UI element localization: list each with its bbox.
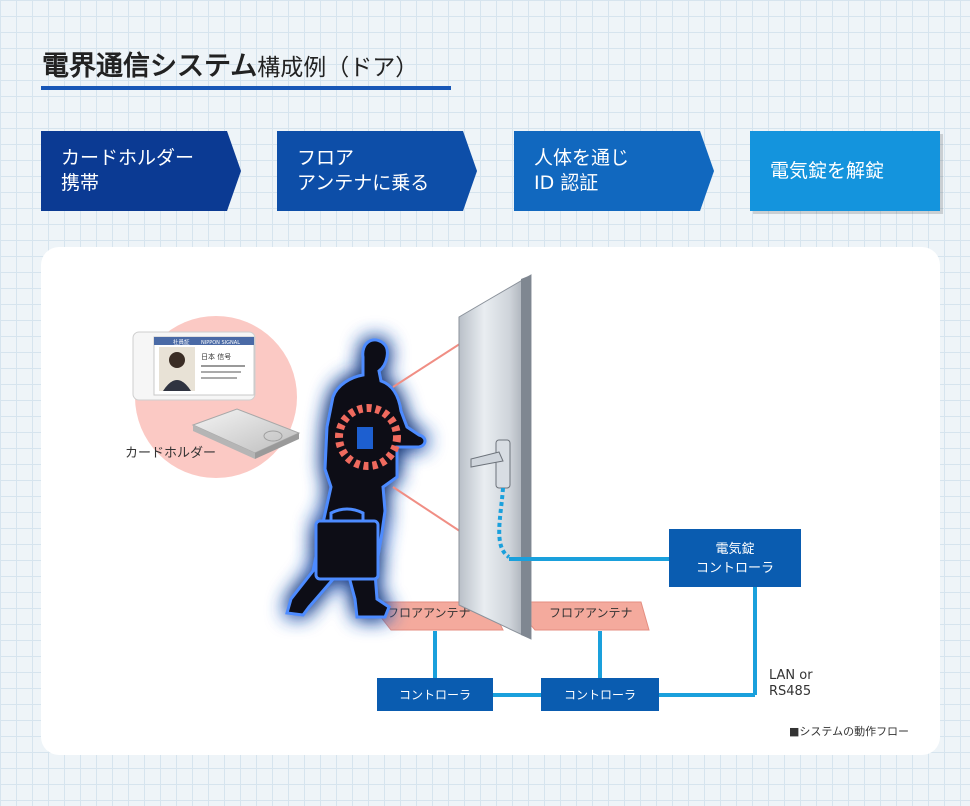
flow-step-stand-on-antenna: フロア アンテナに乗る — [277, 131, 477, 211]
card-name-text: 日本 信号 — [201, 352, 231, 361]
floor-antenna-right-label: フロアアンテナ — [549, 606, 633, 620]
flow-step-carry-card: カードホルダー 携帯 — [41, 131, 241, 211]
network-label-2: RS485 — [769, 684, 811, 699]
card-holder-device — [191, 408, 301, 459]
flow-step-label: カードホルダー 携帯 — [61, 147, 195, 194]
signal-ring — [335, 404, 401, 470]
person-silhouette — [285, 338, 427, 619]
title-underline — [41, 86, 451, 90]
lock-controller-label-2: コントローラ — [696, 561, 774, 576]
diagram-caption: ■システムの動作フロー — [789, 724, 909, 738]
lock-cable — [497, 487, 511, 559]
card-in-pocket — [357, 427, 373, 449]
controller-right-label: コントローラ — [564, 688, 636, 702]
card-holder-label: カードホルダー — [125, 446, 216, 461]
flow-step-label: 人体を通じ ID 認証 — [534, 147, 630, 194]
card-header-text: 社員証 — [173, 338, 190, 346]
lock-controller-box — [669, 529, 801, 587]
network-label-1: LAN or — [769, 668, 813, 683]
page-title: 電界通信システム構成例（ドア） — [42, 44, 418, 83]
flow-step-label: フロア アンテナに乗る — [297, 147, 430, 194]
id-card: 社員証 NIPPON SIGNAL 日本 信号 — [132, 331, 256, 401]
flow-step-unlock: 電気錠を解錠 — [750, 131, 940, 211]
connection-lines — [433, 557, 757, 697]
controller-right-box — [541, 678, 659, 711]
system-diagram: 社員証 NIPPON SIGNAL 日本 信号 カードホルダー フロアアンテナ … — [125, 274, 909, 738]
flow-step-label: 電気錠を解錠 — [770, 159, 885, 182]
flow-step-id-auth: 人体を通じ ID 認証 — [514, 131, 714, 211]
controller-left-label: コントローラ — [399, 688, 471, 702]
card-brand-text: NIPPON SIGNAL — [201, 340, 240, 346]
floor-antenna-left-label: フロアアンテナ — [387, 606, 471, 620]
page-title-main: 電界通信システム — [42, 51, 258, 82]
page-title-sub: 構成例（ドア） — [257, 55, 419, 81]
controller-left-box — [377, 678, 493, 711]
diagram-panel: 社員証 NIPPON SIGNAL 日本 信号 カードホルダー フロアアンテナ … — [41, 247, 940, 755]
lock-controller-label-1: 電気錠 — [715, 541, 754, 557]
